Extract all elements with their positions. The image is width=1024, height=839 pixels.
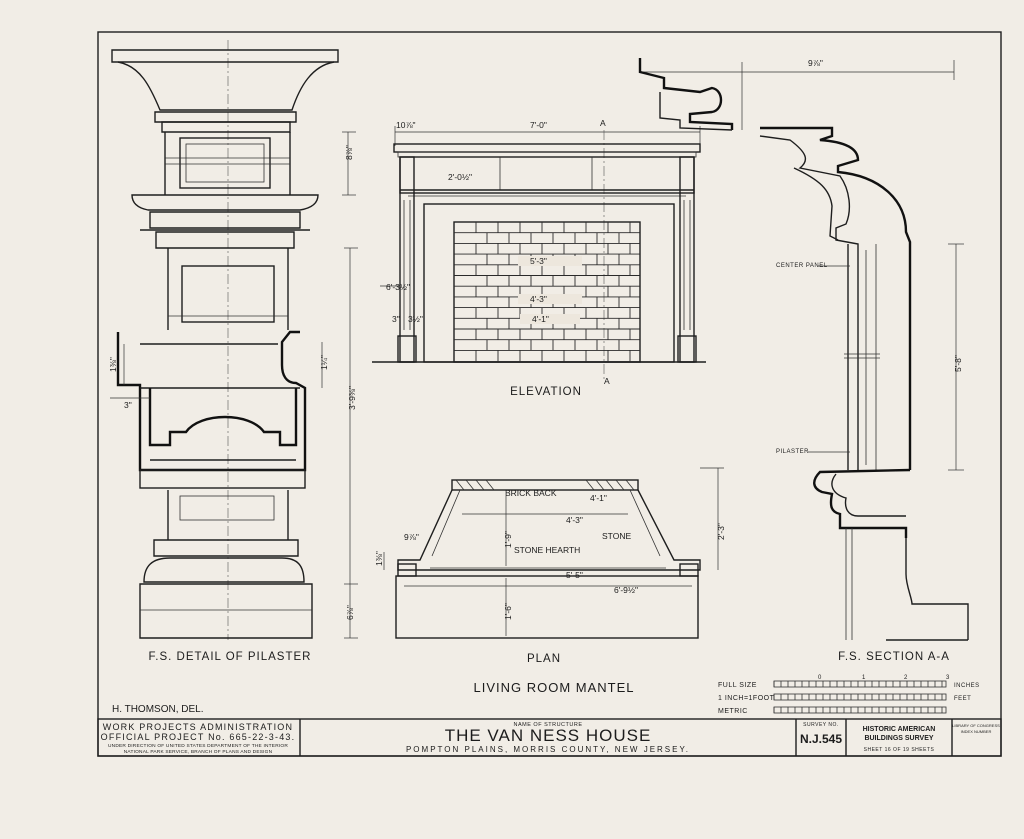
section-marker-top: A <box>600 118 606 128</box>
center-panel-label: CENTER PANEL <box>776 263 828 269</box>
plan-depth-dim: 1'-9" <box>503 531 513 548</box>
elev-inner-dim: 4'-1" <box>532 314 549 324</box>
scale-full-size-label: FULL SIZE <box>718 682 757 689</box>
loc-line-2: INDEX NUMBER <box>961 729 992 734</box>
elev-width-dim: 7'-0" <box>530 120 547 130</box>
plan-caption: PLAN <box>527 653 561 665</box>
plan-hearth-dim: 4'-3" <box>566 515 583 525</box>
agency-line-4: NATIONAL PARK SERVICE, BRANCH OF PLANS A… <box>124 749 273 755</box>
plan-stone-hearth-label: STONE HEARTH <box>514 545 580 555</box>
mantel-elevation: 7'-0" 10⅞" A A 2'-0½" 5'-3" 4'-3" <box>372 118 706 398</box>
title-block: WORK PROJECTS ADMINISTRATION OFFICIAL PR… <box>97 718 1002 757</box>
agency-line-1: WORK PROJECTS ADMINISTRATION <box>103 722 293 732</box>
pilaster-depth-dim: 1¼" <box>319 355 329 370</box>
habs-line-2: BUILDINGS SURVEY <box>864 735 933 742</box>
section-pilaster-label: PILASTER <box>776 449 809 455</box>
plan-overall-dim: 6'-9½" <box>614 585 638 595</box>
survey-number-label: SURVEY NO. <box>803 722 839 728</box>
sheet-count: SHEET 16 OF 19 SHEETS <box>864 747 935 753</box>
elev-left-a-dim: 3" <box>392 314 400 324</box>
pilaster-return-dim: 3" <box>124 400 132 410</box>
elev-left-b-dim: 3½" <box>408 314 423 324</box>
plan-side-dim: 1⅜" <box>374 551 384 566</box>
survey-number: N.J.545 <box>800 732 842 746</box>
pilaster-top-dim: 8⅞" <box>344 145 354 160</box>
section-top-dim: 9⅞" <box>808 58 823 68</box>
plan-height-dim: 2'-3" <box>716 523 726 540</box>
scale-ticks <box>773 681 943 713</box>
scale-inch-foot-label: 1 INCH=1FOOT <box>718 695 775 702</box>
scale-tick-3: 3 <box>946 675 950 681</box>
elev-frieze-dim: 2'-0½" <box>448 172 472 182</box>
agency-line-3: UNDER DIRECTION OF UNITED STATES DEPARTM… <box>108 743 288 749</box>
scale-tick-1: 1 <box>862 675 866 681</box>
structure-location: POMPTON PLAINS, MORRIS COUNTY, NEW JERSE… <box>406 745 690 754</box>
structure-name: THE VAN NESS HOUSE <box>445 726 652 745</box>
scale-tick-2: 2 <box>904 675 908 681</box>
pilaster-base-dim: 6⅞" <box>345 605 355 620</box>
habs-line-1: HISTORIC AMERICAN <box>863 726 936 733</box>
mantel-plan: BRICK BACK 4'-1" 4'-3" STONE STONE HEART… <box>374 467 726 665</box>
scale-metric-label: METRIC <box>718 708 748 715</box>
pilaster-side-dim: 1⅜" <box>108 357 118 372</box>
elev-opening-dim: 4'-3" <box>530 294 547 304</box>
section-marker-bottom: A <box>604 376 610 386</box>
plan-back-dim: 4'-1" <box>590 493 607 503</box>
agency-line-2: OFFICIAL PROJECT No. 665-22-3-43. <box>101 732 296 742</box>
section-caption: F.S. SECTION A-A <box>838 651 950 663</box>
section-a-a: 9⅞" CENTER PANEL PILASTER 5'-8" F.S. SEC… <box>638 58 969 663</box>
pilaster-caption: F.S. DETAIL OF PILASTER <box>149 651 312 663</box>
sheet-title: LIVING ROOM MANTEL <box>473 680 634 695</box>
elev-height-dim: 6'-3½" <box>386 282 410 292</box>
plan-hearth-depth-dim: 1'-6" <box>503 603 513 620</box>
plan-stone-label: STONE <box>602 531 631 541</box>
plan-left-dim: 9⅞" <box>404 532 419 542</box>
loc-line-1: LIBRARY OF CONGRESS <box>952 723 1000 728</box>
plan-front-dim: 5'-5" <box>566 570 583 580</box>
scale-unit-feet: FEET <box>954 696 971 702</box>
section-height-dim: 5'-8" <box>953 355 963 372</box>
pilaster-overall-dim: 3'-9⅜" <box>347 386 357 410</box>
elev-center-dim: 5'-3" <box>530 256 547 266</box>
pilaster-detail: 8⅞" 3'-9⅜" 6⅞" 1¼" 1⅜" 3" F.S. DETAIL OF… <box>108 40 358 663</box>
scale-unit-inches: INCHES <box>954 683 980 689</box>
delineator-credit: H. THOMSON, DEL. <box>112 704 204 715</box>
brick-coursing <box>454 222 640 362</box>
plan-brick-back-label: BRICK BACK <box>505 488 557 498</box>
structure-name-label: NAME OF STRUCTURE <box>514 722 583 728</box>
elevation-caption: ELEVATION <box>510 386 582 398</box>
scale-tick-0: 0 <box>818 675 822 681</box>
elev-side-dim: 10⅞" <box>396 120 416 130</box>
graphic-scales: FULL SIZE 1 INCH=1FOOT METRIC 0 1 2 3 IN… <box>718 675 980 715</box>
